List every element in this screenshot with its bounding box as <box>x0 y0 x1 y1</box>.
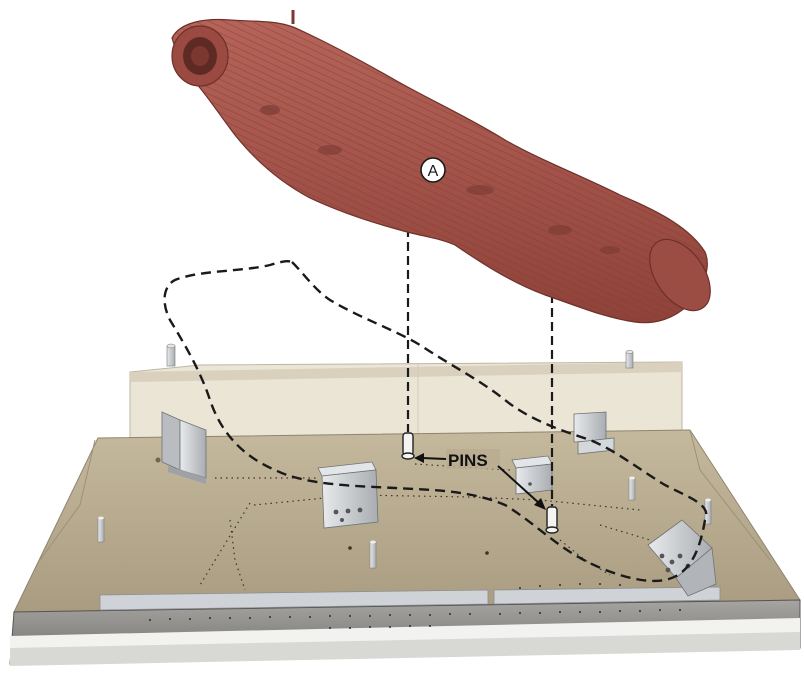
bracket-mid-right <box>512 456 552 494</box>
log-part-a <box>172 10 723 323</box>
tray-pin-right <box>629 477 635 501</box>
callout-a-letter: A <box>428 163 439 180</box>
top-pin-right <box>626 350 633 368</box>
locating-pin-1 <box>402 433 414 459</box>
tray-pin-center <box>370 541 376 569</box>
front-edge <box>10 583 800 666</box>
locating-pin-2 <box>546 507 558 533</box>
top-pin-left <box>167 344 175 366</box>
bracket-center <box>318 462 378 528</box>
pins-label: PINS <box>448 451 488 470</box>
callout-a-marker: A <box>421 158 445 182</box>
tray-pin-left <box>98 517 104 543</box>
pins-leader-1 <box>422 458 446 459</box>
